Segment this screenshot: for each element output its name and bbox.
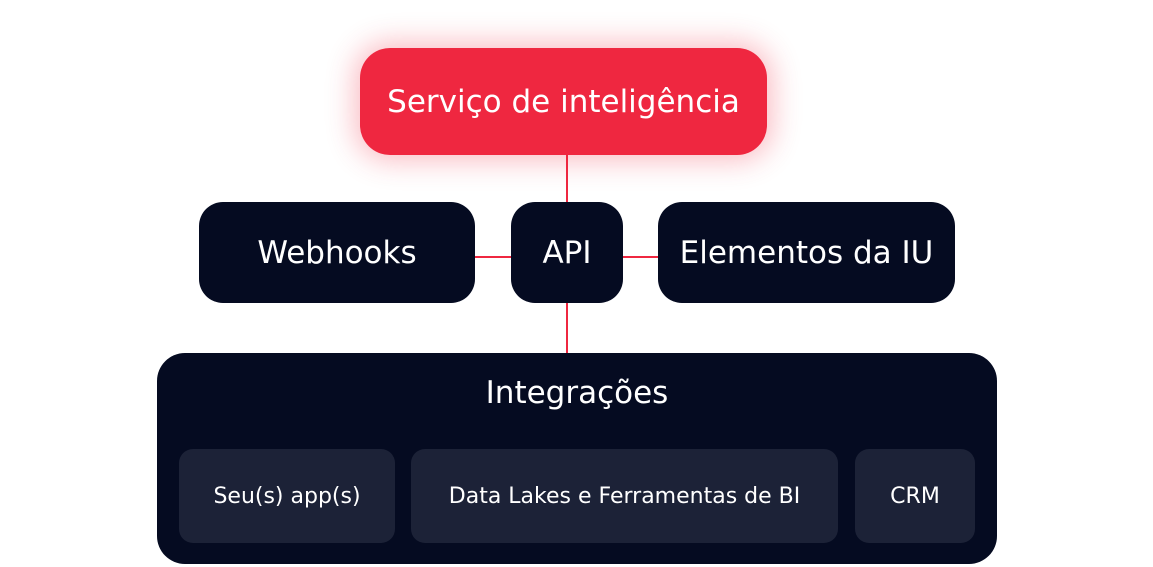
integration-item-data-lakes: Data Lakes e Ferramentas de BI (411, 449, 838, 543)
intelligence-service-node: Serviço de inteligência (360, 48, 767, 155)
integration-item-label: Seu(s) app(s) (213, 483, 361, 509)
connector-api-to-ui-elements (623, 256, 658, 258)
integration-item-apps: Seu(s) app(s) (179, 449, 395, 543)
intelligence-service-label: Serviço de inteligência (387, 83, 740, 120)
api-label: API (542, 234, 592, 271)
webhooks-node: Webhooks (199, 202, 475, 303)
integrations-title: Integrações (485, 375, 669, 411)
ui-elements-node: Elementos da IU (658, 202, 955, 303)
ui-elements-label: Elementos da IU (679, 234, 934, 271)
webhooks-label: Webhooks (257, 234, 417, 271)
integration-item-label: CRM (890, 483, 940, 509)
api-node: API (511, 202, 623, 303)
connector-top-to-api (566, 155, 568, 202)
connector-webhooks-to-api (475, 256, 511, 258)
integration-item-crm: CRM (855, 449, 975, 543)
integration-item-label: Data Lakes e Ferramentas de BI (448, 483, 801, 509)
connector-api-to-integrations (566, 303, 568, 353)
integrations-node: Integrações Seu(s) app(s) Data Lakes e F… (157, 353, 997, 564)
